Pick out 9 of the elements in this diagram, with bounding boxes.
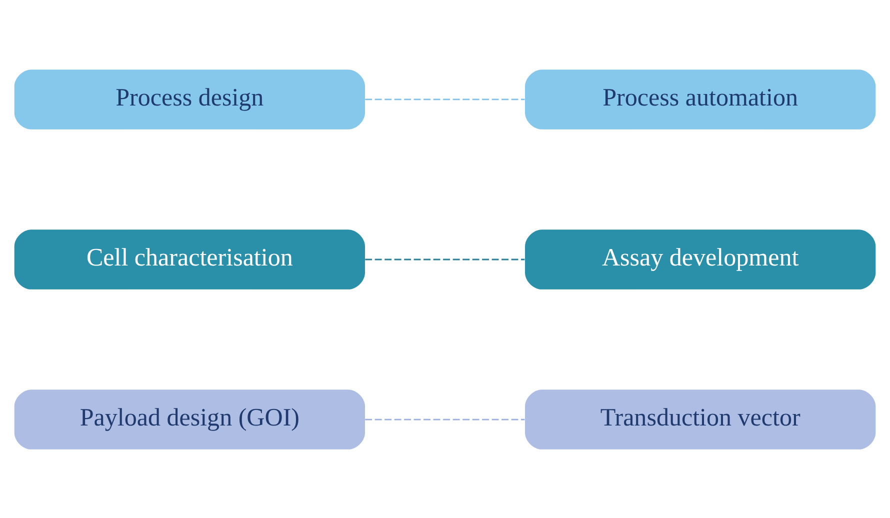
connector xyxy=(365,418,525,420)
node-box: Assay development xyxy=(525,229,876,289)
connector xyxy=(365,258,525,260)
node-box: Process automation xyxy=(525,69,876,129)
node-box: Process design xyxy=(14,69,365,129)
node-box: Payload design (GOI) xyxy=(14,389,365,449)
node-box: Cell characterisation xyxy=(14,229,365,289)
node-box: Transduction vector xyxy=(525,389,876,449)
connector xyxy=(365,98,525,100)
